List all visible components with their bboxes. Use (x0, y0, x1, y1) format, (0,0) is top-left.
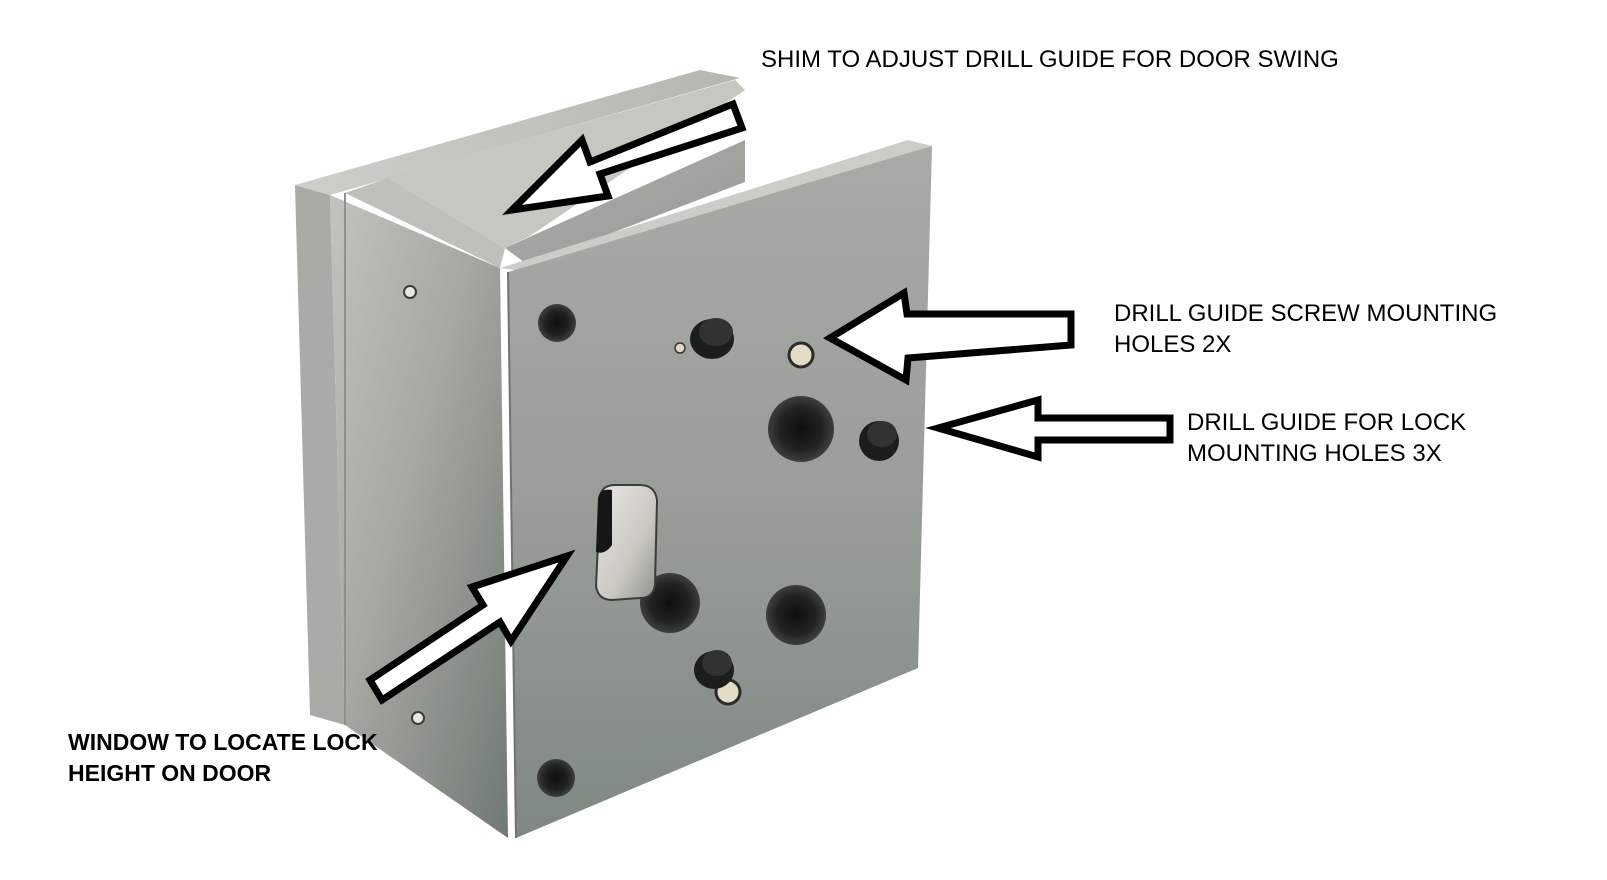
back-plate-top (295, 70, 740, 195)
screw-mount-hole-1 (787, 341, 815, 369)
bushing-bottom (694, 650, 734, 689)
callout-lock-mounting-holes: DRILL GUIDE FOR LOCK MOUNTING HOLES 3X (1187, 409, 1467, 467)
front-top-edge (500, 140, 932, 272)
shim-strip (345, 178, 505, 268)
callout-shim: SHIM TO ADJUST DRILL GUIDE FOR DOOR SWIN… (761, 46, 1339, 73)
slot-interior (505, 140, 745, 265)
side-screw-hole-2 (411, 711, 425, 725)
corner-hole-bottom (537, 759, 575, 797)
side-screw-hole (403, 285, 417, 299)
arrow-screw-holes (823, 287, 1075, 386)
lock-mount-hole-1 (768, 396, 834, 462)
corner-hole-top (538, 304, 576, 342)
callout-screw-mounting-holes: DRILL GUIDE SCREW MOUNTING HOLES 2X (1114, 300, 1498, 358)
arrow-shim (502, 99, 747, 215)
lock-mount-hole-3 (766, 585, 826, 645)
bushing-right (859, 421, 899, 461)
block-front-face (508, 146, 932, 838)
arrow-lock-holes (925, 395, 1174, 462)
arrow-window (365, 549, 576, 705)
callout-lock-window: WINDOW TO LOCATE LOCK HEIGHT ON DOOR (68, 729, 378, 786)
back-plate-left-face (295, 185, 345, 725)
bushing-top (674, 318, 734, 359)
